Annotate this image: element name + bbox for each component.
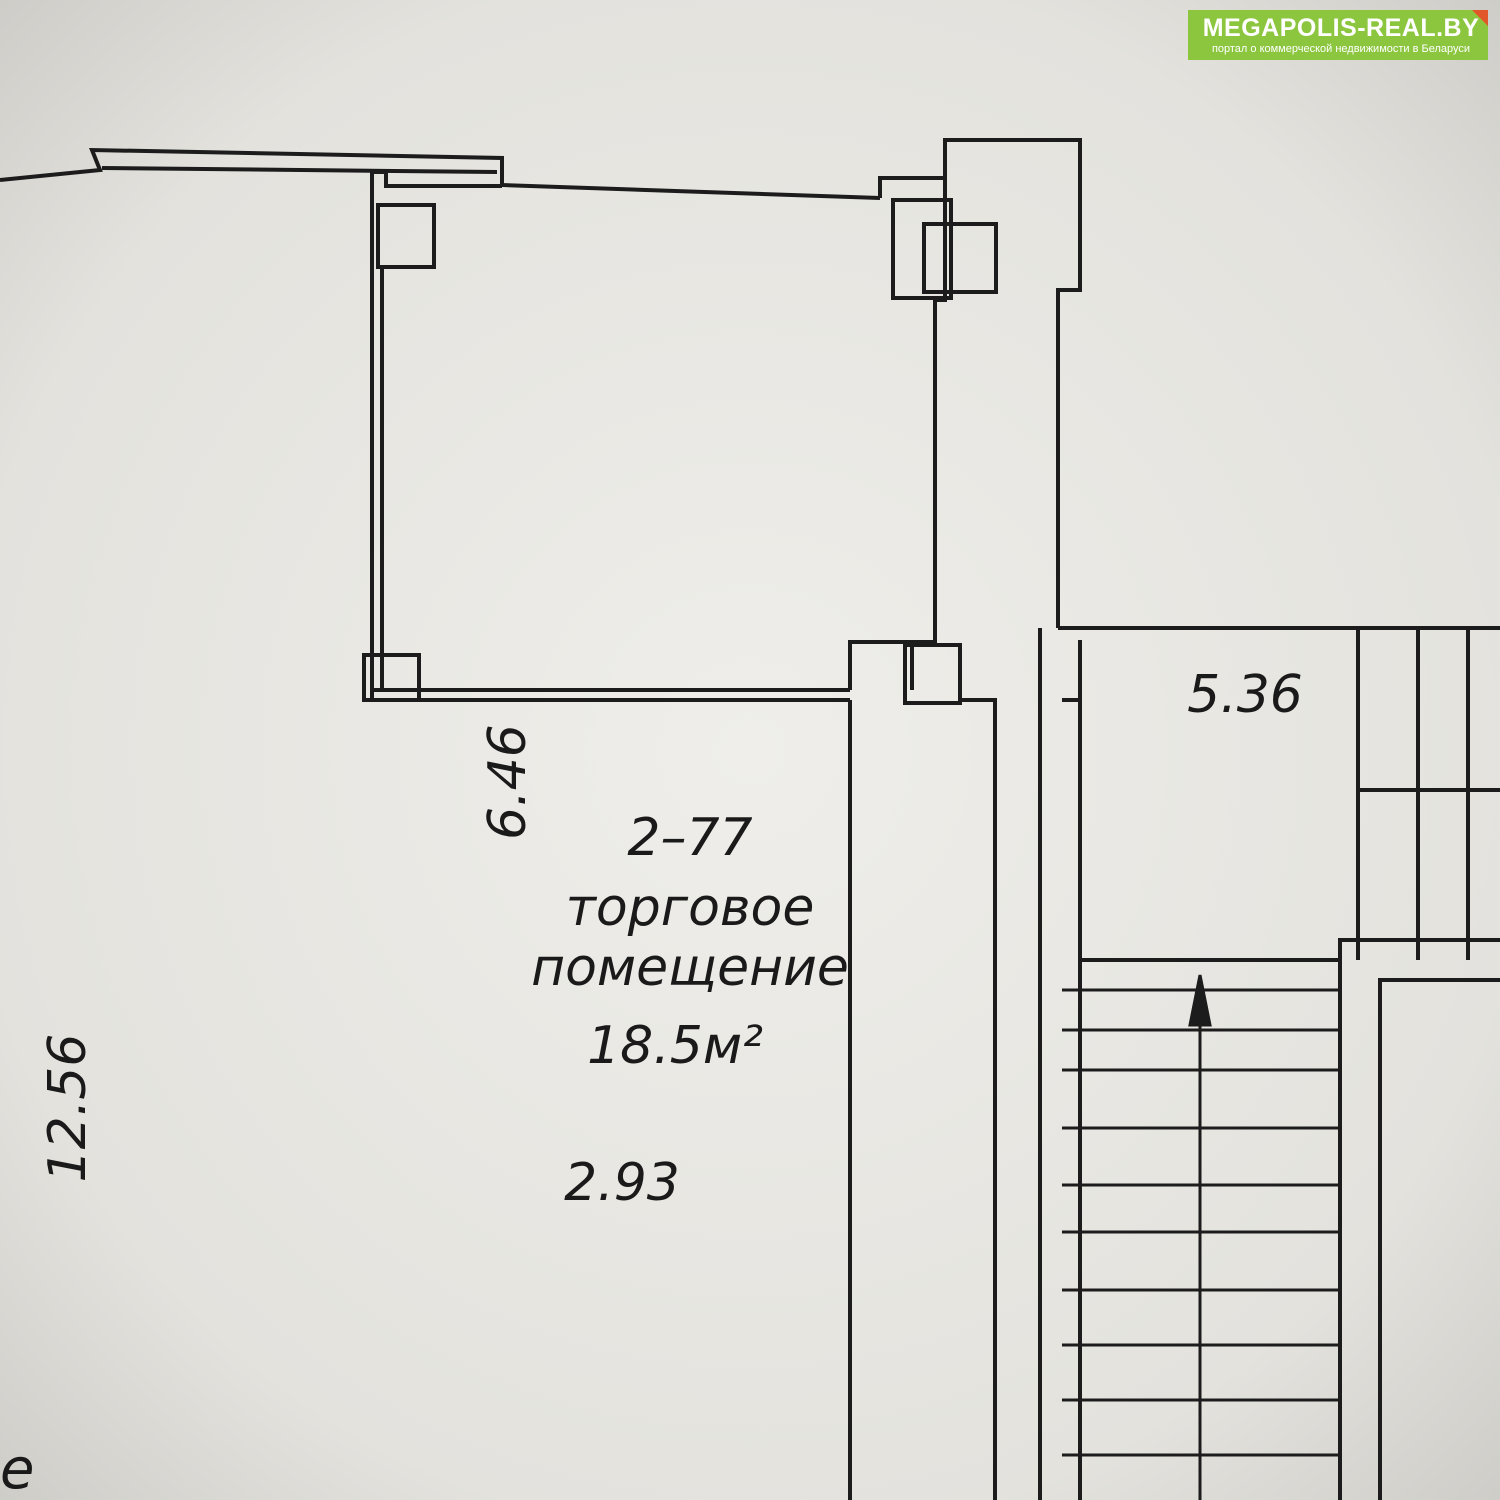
column-top-right-outer (891, 198, 953, 300)
watermark-subtitle: портал о коммерческой недвижимости в Бел… (1211, 43, 1471, 55)
left-exterior-wall (0, 147, 881, 200)
site-watermark: MEGAPOLIS-REAL.BY портал о коммерческой … (1188, 10, 1488, 60)
left-length-dimension: 12.56 (38, 1034, 98, 1183)
stair-room-dimension: 5.36 (1187, 665, 1303, 725)
room-name-line1: торговое (566, 878, 815, 938)
column-top-left (376, 203, 436, 269)
right-wall-bottom (848, 640, 912, 690)
column-bottom-left (362, 653, 421, 702)
stair-landing-inner (1378, 978, 1500, 1500)
room-number: 2–77 (627, 808, 752, 868)
walls (0, 138, 1500, 1500)
partial-label: е (0, 1437, 34, 1500)
watermark-title: MEGAPOLIS-REAL.BY (1202, 14, 1480, 42)
column-top-right (922, 222, 998, 294)
watermark-corner-icon (1472, 10, 1488, 26)
room-top-wall (372, 170, 502, 188)
left-exterior-wall-inner (101, 166, 498, 174)
room-area: 18.5м² (587, 1016, 763, 1076)
right-wall-lower-inner (960, 698, 997, 1500)
labels: 2–77 торговое помещение 18.5м² 2.93 5.36… (0, 665, 1303, 1500)
stair-direction-arrow (1188, 974, 1212, 1027)
column-bottom-right (903, 643, 962, 705)
room-width-dimension: 2.93 (564, 1153, 680, 1213)
room-length-dimension: 6.46 (478, 724, 538, 840)
room-outline (878, 176, 945, 198)
stair-treads (1062, 974, 1340, 1500)
right-wall-pier-inner (910, 140, 947, 690)
room-name-line2: помещение (531, 938, 849, 998)
stair-flight-border (1080, 938, 1500, 962)
